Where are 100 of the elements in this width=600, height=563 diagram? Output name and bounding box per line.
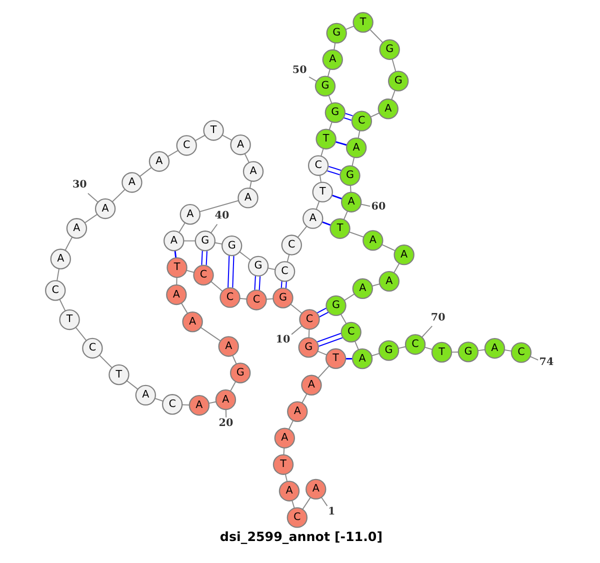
node-circle: A <box>134 384 156 406</box>
connector <box>390 90 395 100</box>
connector <box>167 150 178 157</box>
node-circle: A <box>214 389 236 410</box>
connector <box>391 59 396 72</box>
node-circle: C <box>246 290 266 310</box>
connector <box>112 189 125 202</box>
node-circle: A <box>166 284 186 306</box>
connector <box>344 294 354 301</box>
node-circle: A <box>340 192 362 212</box>
node-circle: G <box>378 39 400 60</box>
node-circle: C <box>307 155 328 176</box>
node-circle: G <box>339 165 360 186</box>
node-circle: C <box>404 334 426 355</box>
connector <box>154 398 163 402</box>
connector <box>331 194 342 200</box>
node-circle: A <box>66 218 87 239</box>
connector <box>222 134 232 141</box>
connector <box>320 148 324 156</box>
node-circle: C <box>280 234 302 256</box>
node-circle: A <box>218 336 238 357</box>
node-text: 40 <box>214 210 229 222</box>
node-circle: A <box>182 312 202 332</box>
connector <box>393 263 400 273</box>
connector <box>308 76 316 82</box>
node-text: 10 <box>275 334 290 346</box>
node-circle: A <box>322 49 342 70</box>
connector <box>316 332 342 347</box>
node-circle: A <box>278 480 300 502</box>
connector <box>176 277 177 285</box>
connector <box>56 268 60 281</box>
connector <box>369 29 382 43</box>
connector <box>290 326 302 335</box>
node-circle: G <box>272 288 293 308</box>
connector <box>421 326 432 338</box>
connector <box>372 283 380 286</box>
connector <box>244 154 249 163</box>
node-circle: T <box>329 218 350 239</box>
connector <box>87 192 98 202</box>
node-circle: G <box>325 295 346 316</box>
node-circle: A <box>274 428 294 448</box>
node-circle: A <box>94 198 116 220</box>
node-circle: C <box>192 264 214 286</box>
connector <box>186 270 194 273</box>
node-circle: A <box>362 230 383 251</box>
node-circle: G <box>220 235 242 256</box>
connector <box>183 240 194 242</box>
connector <box>316 308 328 318</box>
node-circle: T <box>202 120 224 141</box>
connector <box>210 224 218 234</box>
connector <box>360 204 370 207</box>
node-text: 1 <box>327 505 335 518</box>
node-circle: G <box>229 362 250 384</box>
node-circle: A <box>286 401 308 422</box>
connector <box>343 113 352 121</box>
connector <box>200 250 207 266</box>
connector <box>326 69 330 77</box>
node-circle: A <box>305 478 326 500</box>
connector <box>126 380 138 390</box>
connector <box>478 349 485 352</box>
node-text: 74 <box>538 356 554 368</box>
node-circle: A <box>237 188 258 208</box>
node-circle: A <box>121 172 142 193</box>
node-circle: A <box>484 338 505 359</box>
connector <box>424 346 432 350</box>
node-circle: G <box>457 342 478 362</box>
node-circle: A <box>345 137 366 158</box>
connector <box>180 303 188 314</box>
node-circle: A <box>188 394 210 416</box>
connector <box>84 214 97 224</box>
connector <box>174 250 176 258</box>
node-circle: G <box>314 76 336 96</box>
node-text: 70 <box>430 312 445 324</box>
connector <box>98 354 112 368</box>
connector <box>297 226 306 238</box>
connector <box>208 401 216 404</box>
connector <box>317 350 326 356</box>
connector <box>139 167 151 177</box>
node-circle: T <box>315 128 336 150</box>
connector <box>178 222 185 233</box>
node-circle: C <box>298 309 320 330</box>
connector <box>268 268 275 270</box>
connector <box>328 95 332 104</box>
node-circle: G <box>388 70 408 92</box>
connector <box>224 410 226 418</box>
connector <box>182 404 189 406</box>
node-circle: G <box>326 22 346 44</box>
node-circle: A <box>300 374 322 396</box>
connector <box>58 299 66 312</box>
node-circle: C <box>510 342 532 363</box>
node-circle: G <box>324 102 346 123</box>
node-circle: T <box>324 348 346 370</box>
node-circle: T <box>272 454 294 475</box>
node-circle: C <box>176 135 196 156</box>
node-circle: A <box>352 278 372 300</box>
connector <box>248 181 252 188</box>
connector <box>315 201 320 210</box>
connector <box>286 254 290 262</box>
node-circle: C <box>274 261 295 282</box>
node-circle: T <box>166 257 187 278</box>
